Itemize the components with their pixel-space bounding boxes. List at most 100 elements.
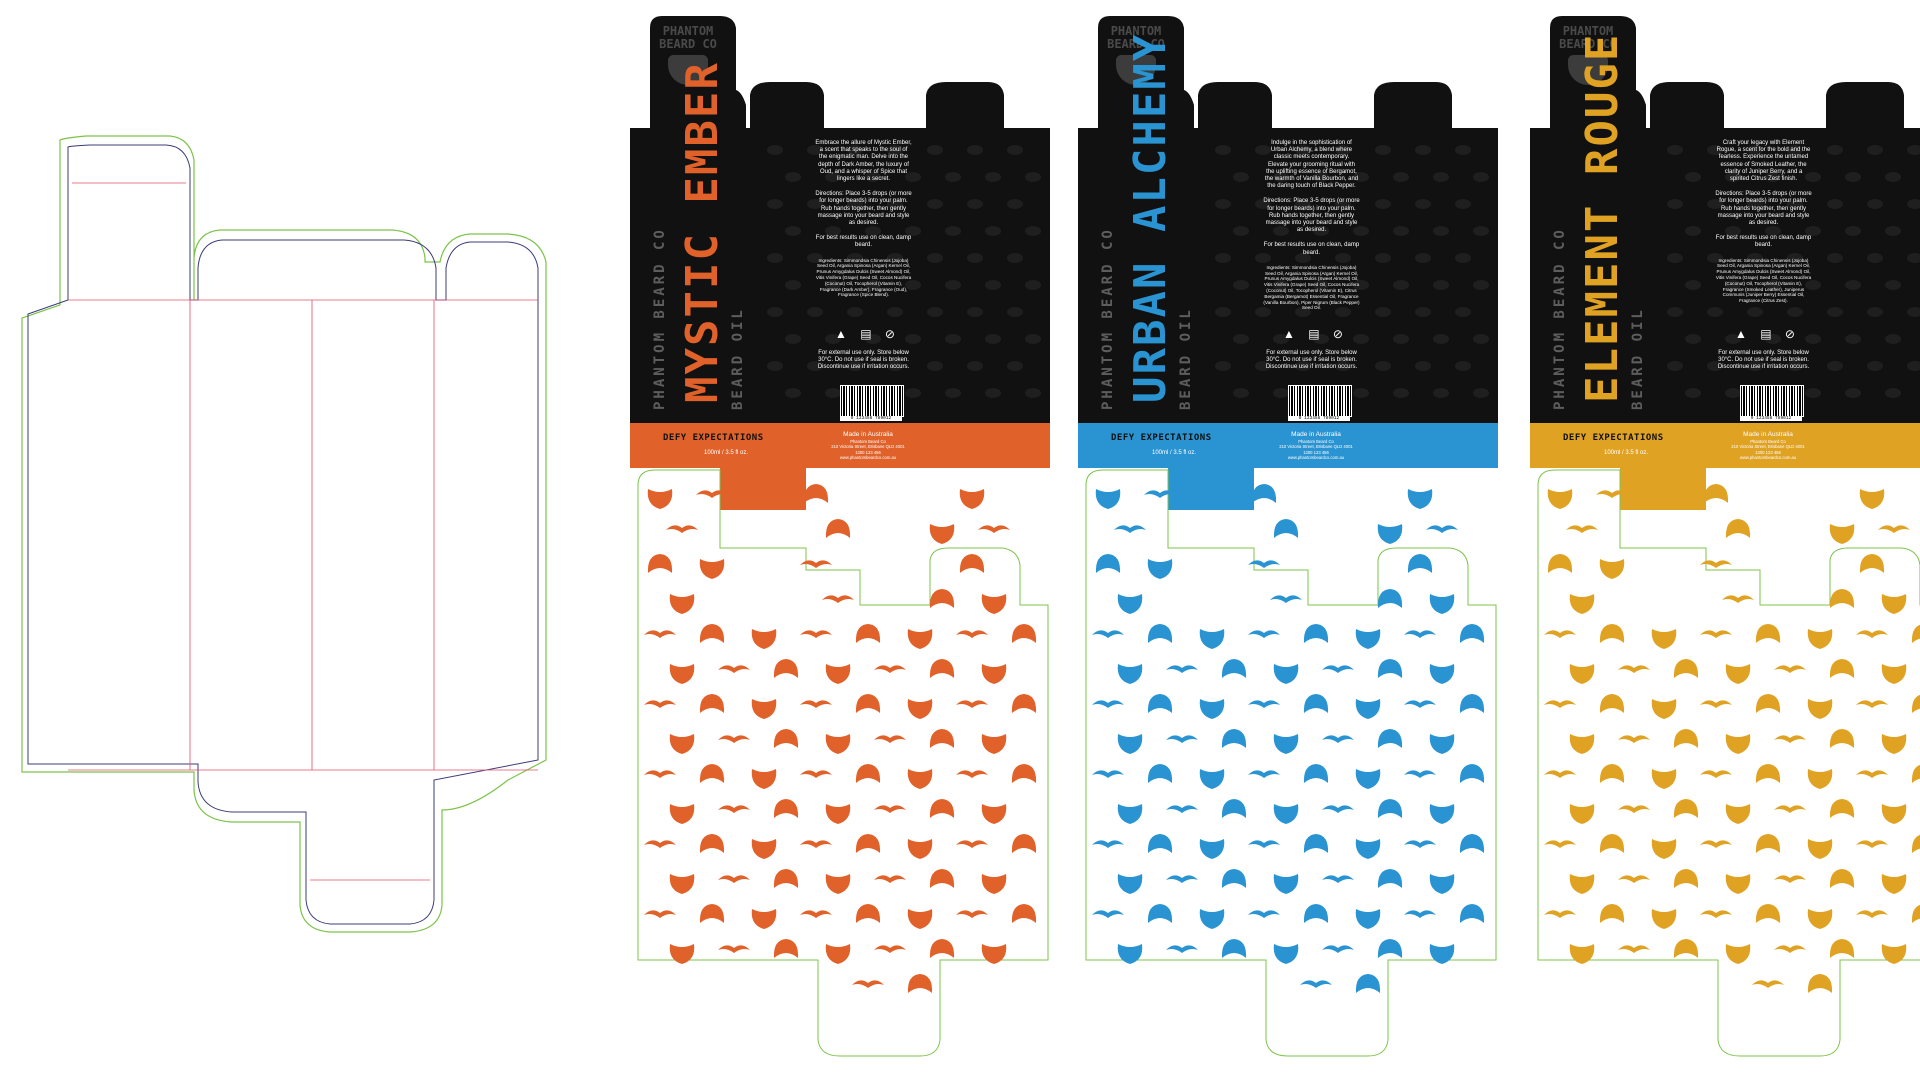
pattern-motif — [1747, 199, 1763, 209]
moustache-pattern-icon — [1700, 630, 1732, 638]
hair-pattern-icon — [1755, 764, 1781, 783]
pattern-motif — [825, 172, 841, 182]
address-block: Phantom Beard Co 210 Victoria Street, Br… — [1256, 439, 1376, 460]
beard-pattern-icon — [699, 559, 725, 579]
pattern-motif — [967, 145, 983, 155]
vertical-brand: PHANTOM BEARD CO — [652, 227, 668, 410]
brand-name-line1: PHANTOM — [1110, 24, 1162, 38]
moustache-pattern-icon — [644, 910, 676, 918]
hair-pattern-icon — [1911, 694, 1920, 713]
beard-pattern-icon — [1199, 629, 1225, 649]
pattern-motif — [1907, 361, 1920, 371]
pattern-motif — [1433, 226, 1449, 236]
hair-pattern-icon — [1911, 624, 1920, 643]
beard-pattern-icon — [669, 734, 695, 754]
moustache-pattern-icon — [1618, 945, 1650, 953]
pattern-motif — [1215, 199, 1231, 209]
moustache-pattern-icon — [956, 700, 988, 708]
beard-pattern-icon — [1651, 909, 1677, 929]
pattern-motif — [905, 334, 921, 344]
beard-pattern-icon — [1429, 734, 1455, 754]
beard-pattern-icon — [1807, 909, 1833, 929]
hair-pattern-icon — [855, 904, 881, 923]
moustache-pattern-icon — [1700, 700, 1732, 708]
pattern-motif — [1233, 334, 1249, 344]
pattern-motif — [985, 280, 1001, 290]
pattern-motif — [1273, 172, 1289, 182]
pattern-motif — [767, 199, 783, 209]
pattern-motif — [1473, 280, 1489, 290]
pattern-motif — [847, 307, 863, 317]
pattern-motif — [1827, 361, 1843, 371]
pattern-motif — [1667, 145, 1683, 155]
pattern-motif — [1233, 388, 1249, 398]
pattern-motif — [847, 199, 863, 209]
brand-name-line2: BEARD CO — [1559, 37, 1617, 51]
pattern-motif — [1845, 334, 1861, 344]
made-in: Made in Australia — [1743, 431, 1793, 438]
pattern-motif — [1473, 172, 1489, 182]
hair-pattern-icon — [1303, 834, 1329, 853]
beard-pattern-icon — [1725, 664, 1751, 684]
pattern-motif — [1725, 226, 1741, 236]
pattern-motif — [785, 172, 801, 182]
address-line: 1300 123 456 — [1755, 449, 1781, 455]
moustache-pattern-icon — [1426, 525, 1458, 533]
hair-pattern-icon — [855, 834, 881, 853]
no-animal-testing-icon: ⊘ — [1332, 327, 1343, 341]
moustache-pattern-icon — [1856, 840, 1888, 848]
pattern-motif — [785, 334, 801, 344]
beard-pattern-icon — [1273, 804, 1299, 824]
pattern-motif — [825, 388, 841, 398]
hair-pattern-icon — [1459, 904, 1485, 923]
pattern-motif — [887, 307, 903, 317]
hair-pattern-icon — [1095, 554, 1121, 573]
pattern-motif — [1313, 280, 1329, 290]
pattern-motif — [1433, 280, 1449, 290]
pattern-motif — [1295, 253, 1311, 263]
barcode-number: 9 123456 789012 — [1288, 416, 1350, 421]
hair-pattern-icon — [1407, 554, 1433, 573]
beard-pattern-icon — [1355, 769, 1381, 789]
pattern-motif — [1415, 361, 1431, 371]
accent-band — [1530, 423, 1920, 510]
beard-pattern-icon — [1725, 804, 1751, 824]
pattern-motif — [1313, 334, 1329, 344]
pattern-motif — [967, 199, 983, 209]
accent-band — [1078, 423, 1498, 510]
beard-pattern-icon — [1651, 629, 1677, 649]
warning: For external use only. Store below 30°C.… — [1717, 350, 1810, 371]
pattern-motif — [767, 253, 783, 263]
brand-name-line2: BEARD CO — [659, 37, 717, 51]
hair-pattern-icon — [1829, 659, 1855, 678]
best-results: For best results use on clean, damp bear… — [1263, 242, 1360, 256]
hair-pattern-icon — [1377, 939, 1403, 958]
moustache-pattern-icon — [1092, 840, 1124, 848]
pattern-motif — [1707, 253, 1723, 263]
hair-pattern-icon — [1599, 764, 1625, 783]
moustache-pattern-icon — [1166, 805, 1198, 813]
moustache-pattern-icon — [1544, 770, 1576, 778]
moustache-pattern-icon — [1700, 560, 1732, 568]
brand-name-line1: PHANTOM — [662, 24, 714, 38]
address-line: 1300 123 456 — [1303, 449, 1329, 455]
moustache-pattern-icon — [1248, 770, 1280, 778]
best-results: For best results use on clean, damp bear… — [1715, 235, 1812, 249]
pattern-motif — [1335, 307, 1351, 317]
pattern-motif — [905, 226, 921, 236]
pattern-motif — [1393, 172, 1409, 182]
hair-pattern-icon — [929, 729, 955, 748]
pattern-motif — [905, 388, 921, 398]
pattern-motif — [887, 361, 903, 371]
beard-pattern-icon — [1117, 804, 1143, 824]
symbols-row: ▲ ▤ ⊘ — [835, 327, 895, 341]
hair-pattern-icon — [929, 799, 955, 818]
hair-pattern-icon — [699, 694, 725, 713]
hair-pattern-icon — [1673, 939, 1699, 958]
beard-pattern-icon — [1651, 699, 1677, 719]
pattern-motif — [927, 253, 943, 263]
warning: For external use only. Store below 30°C.… — [817, 350, 910, 371]
hair-pattern-icon — [1459, 764, 1485, 783]
pattern-motif — [1907, 253, 1920, 263]
